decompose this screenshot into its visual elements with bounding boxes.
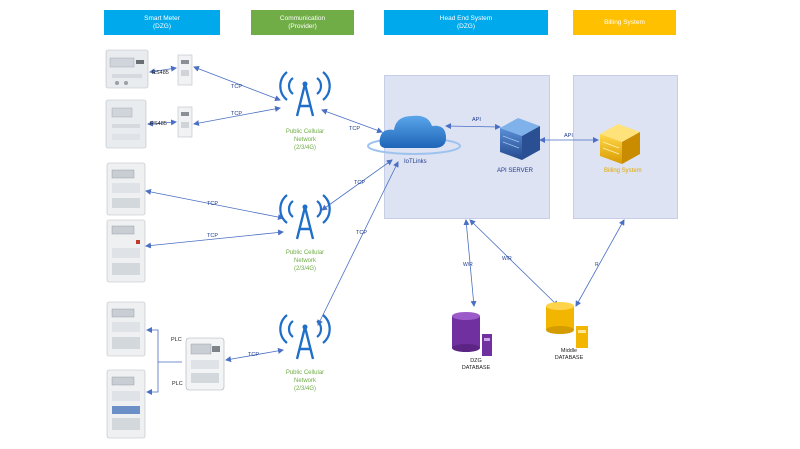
- cell-tower-1-icon: [279, 71, 331, 117]
- dzg-db-line2: DATABASE: [461, 365, 491, 371]
- iotlinks-cloud-icon: [367, 115, 461, 155]
- r-label: R: [595, 262, 599, 268]
- billing-server-icon: [600, 124, 640, 164]
- cell-tower-3-icon: [279, 314, 331, 360]
- api-label-2: API: [564, 133, 573, 139]
- api-server-label: API SERVER: [497, 168, 533, 174]
- din-meter-1: [105, 49, 149, 89]
- smart-meter-3: [106, 162, 146, 216]
- header-head-end-title: Head End System: [439, 14, 493, 22]
- network-label-1: Public Cellular Network (2/3/4G): [270, 128, 340, 152]
- network-1-line2: Network: [293, 137, 316, 143]
- header-head-end: Head End System (DZG): [384, 10, 548, 35]
- tcp-label-4: TCP: [207, 233, 218, 239]
- header-billing: Billing System: [573, 10, 676, 35]
- data-concentrator: [185, 337, 225, 391]
- network-2-line1: Public Cellular: [285, 250, 325, 256]
- network-label-3: Public Cellular Network (2/3/4G): [270, 369, 340, 393]
- plc-label-1: PLC: [171, 337, 182, 343]
- api-server-icon: [500, 118, 540, 160]
- smart-meter-5: [106, 301, 146, 357]
- network-3-line3: (2/3/4G): [293, 386, 316, 392]
- tcp-label-5: TCP: [248, 352, 259, 358]
- wr-label-2: W/R: [502, 256, 512, 262]
- rs485-label-2: RS485: [150, 121, 167, 127]
- middle-database-label: Middle DATABASE: [539, 348, 599, 362]
- rs485-label-1: RS485: [152, 70, 169, 76]
- network-1-line3: (2/3/4G): [293, 145, 316, 151]
- middle-db-line1: Middle: [560, 348, 578, 354]
- rs485-module-2: [177, 106, 193, 138]
- tcp-label-6: TCP: [349, 126, 360, 132]
- dzg-database-icon: [452, 312, 492, 356]
- tcp-label-3: TCP: [207, 201, 218, 207]
- dzg-db-line1: DZG: [470, 358, 482, 364]
- smart-meter-4: [106, 219, 146, 283]
- header-communication-title: Communication: [279, 14, 326, 22]
- header-communication: Communication (Provider): [251, 10, 354, 35]
- header-billing-title: Billing System: [604, 18, 645, 26]
- tcp-label-7: TCP: [354, 180, 365, 186]
- header-smart-meter-subtitle: (DZG): [152, 22, 172, 30]
- connectors: [145, 65, 625, 395]
- wr-label-1: W/R: [463, 262, 473, 268]
- din-meter-2: [105, 99, 147, 149]
- billing-system-label: Billing System: [604, 168, 642, 174]
- network-2-line3: (2/3/4G): [293, 266, 316, 272]
- header-smart-meter: Smart Meter (DZG): [104, 10, 220, 35]
- dzg-database-label: DZG DATABASE: [446, 358, 506, 372]
- network-3-line1: Public Cellular: [285, 370, 325, 376]
- api-label-1: API: [472, 117, 481, 123]
- iotlinks-label: IoTLinks: [404, 159, 427, 165]
- middle-database-icon: [546, 302, 588, 348]
- network-3-line2: Network: [293, 378, 316, 384]
- network-2-line2: Network: [293, 258, 316, 264]
- cell-tower-2-icon: [279, 194, 331, 240]
- plc-label-2: PLC: [172, 381, 183, 387]
- header-communication-subtitle: (Provider): [288, 22, 317, 30]
- rs485-module-1: [177, 54, 193, 86]
- tcp-label-1: TCP: [231, 84, 242, 90]
- network-label-2: Public Cellular Network (2/3/4G): [270, 249, 340, 273]
- header-smart-meter-title: Smart Meter: [144, 14, 180, 22]
- tcp-label-8: TCP: [356, 230, 367, 236]
- tcp-label-2: TCP: [231, 111, 242, 117]
- header-head-end-subtitle: (DZG): [456, 22, 476, 30]
- middle-db-line2: DATABASE: [554, 355, 584, 361]
- network-1-line1: Public Cellular: [285, 129, 325, 135]
- smart-meter-6: [106, 369, 146, 439]
